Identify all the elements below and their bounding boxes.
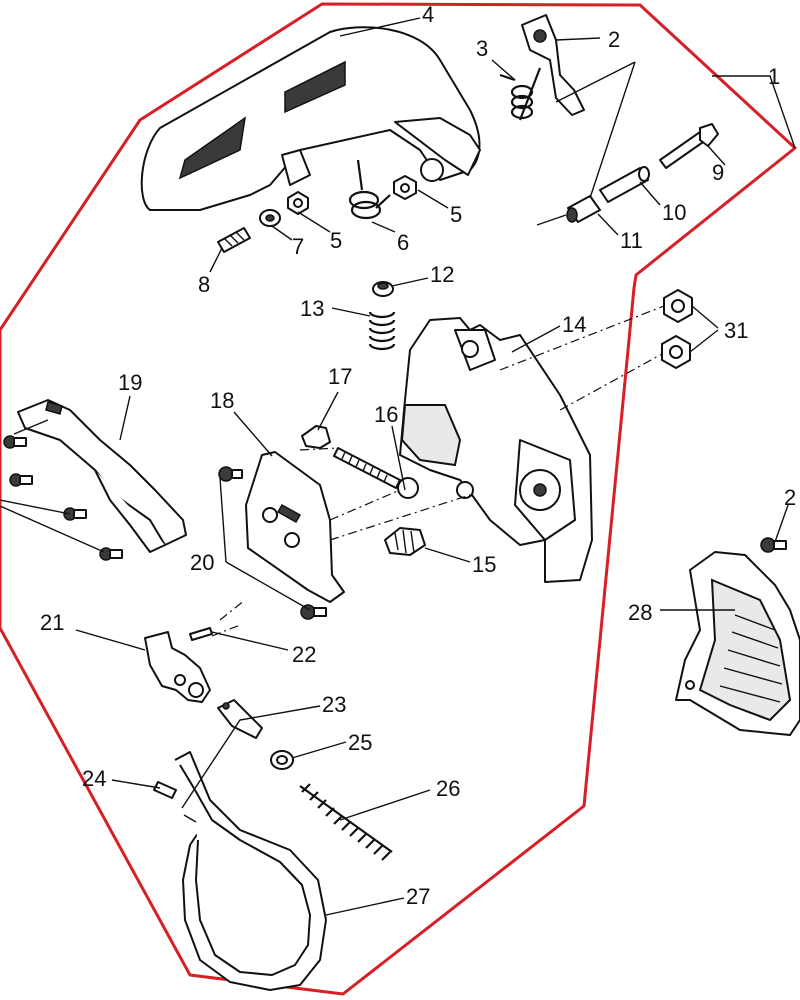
part-31-nut-b	[661, 335, 691, 369]
part-25-washer	[270, 750, 294, 770]
callout-5a: 5	[330, 228, 342, 253]
callout-23: 23	[322, 692, 346, 717]
callout-25: 25	[348, 730, 372, 755]
callout-18: 18	[210, 388, 234, 413]
part-19-side-plate	[17, 399, 187, 553]
part-8-bolt	[217, 227, 251, 253]
callout-21: 21	[40, 610, 64, 635]
part-11-bushing	[566, 195, 601, 223]
part-19-screws	[3, 435, 123, 561]
part-9-bolt	[659, 123, 719, 169]
part-27-brake-band	[174, 751, 327, 991]
callout-2: 2	[608, 27, 620, 52]
callout-7: 7	[292, 234, 304, 259]
part-15-adjuster-nut	[384, 527, 426, 556]
callout-15: 15	[472, 552, 496, 577]
callout-27: 27	[406, 884, 430, 909]
callout-2-right: 2	[784, 485, 796, 510]
part-7-washer	[259, 209, 281, 227]
callout-6: 6	[397, 230, 409, 255]
callout-20: 20	[190, 550, 214, 575]
part-2-lever	[521, 14, 585, 116]
callout-labels: 1 2 3 4 5 5 6 7 8 9 10 11 12 13 14 15 16…	[40, 2, 796, 909]
callout-4: 4	[422, 2, 434, 27]
callout-19: 19	[118, 370, 142, 395]
part-10-sleeve	[599, 166, 650, 203]
part-5-nut-a	[287, 191, 309, 215]
part-9-11-guide-lines	[536, 61, 636, 226]
part-5-nut-b	[393, 175, 417, 200]
part-4-hand-guard	[140, 26, 481, 211]
part-18-plate	[245, 451, 345, 603]
callout-1: 1	[768, 64, 780, 89]
part-22-pin	[189, 627, 213, 641]
callout-24: 24	[82, 766, 106, 791]
part-2-screw-right	[760, 537, 787, 553]
part-20-screw-b	[300, 604, 327, 620]
callout-3: 3	[476, 36, 488, 61]
callout-12: 12	[430, 262, 454, 287]
part-20-screw-a	[218, 466, 243, 482]
part-16-screw	[333, 447, 419, 499]
callout-8: 8	[198, 272, 210, 297]
part-24-pin	[153, 781, 177, 799]
callout-14: 14	[562, 312, 586, 337]
part-6-spring	[348, 159, 391, 220]
part-28-cover	[675, 551, 800, 736]
alignment-lines	[211, 305, 665, 637]
callout-16: 16	[374, 402, 398, 427]
callout-22: 22	[292, 642, 316, 667]
part-21-lever	[144, 631, 211, 703]
callout-5b: 5	[450, 202, 462, 227]
callout-13: 13	[300, 296, 324, 321]
callout-31: 31	[724, 318, 748, 343]
callout-9: 9	[712, 160, 724, 185]
part-13-spring	[368, 311, 396, 351]
part-26-spring	[299, 783, 393, 861]
callout-28: 28	[628, 600, 652, 625]
callout-10: 10	[662, 200, 686, 225]
part-17-pin	[301, 425, 331, 449]
callout-17: 17	[328, 364, 352, 389]
part-23-link	[217, 699, 263, 739]
callout-11: 11	[620, 228, 643, 253]
part-3-spring	[499, 67, 542, 121]
callout-26: 26	[436, 776, 460, 801]
part-14-brake-housing	[399, 317, 593, 583]
part-31-nut-a	[663, 289, 693, 323]
part-12-cap	[372, 281, 394, 297]
leader-lines	[0, 17, 796, 916]
